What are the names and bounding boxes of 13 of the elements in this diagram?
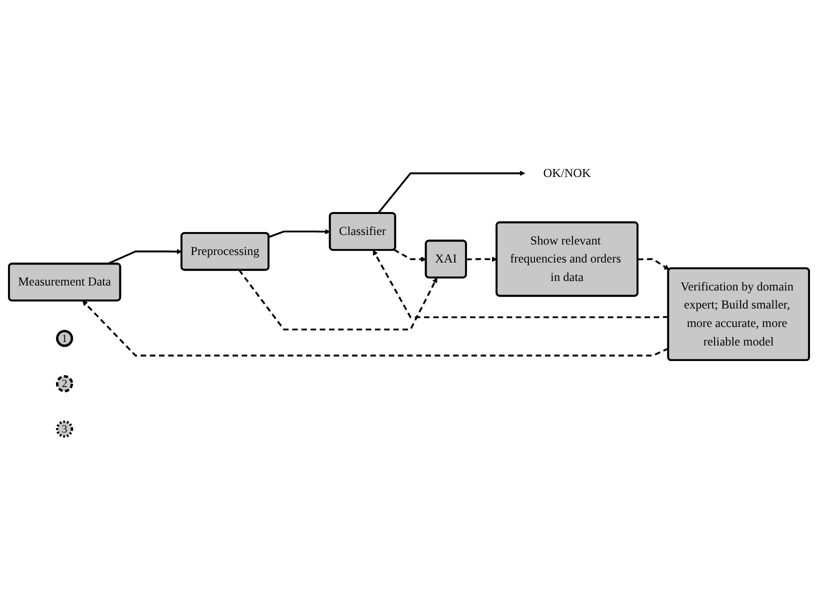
arrow: [466, 256, 498, 262]
node-circle: 1: [56, 330, 74, 347]
node-circle: 3: [56, 420, 74, 438]
arrow: [268, 228, 330, 238]
arrow: [238, 269, 438, 330]
arrow: [372, 250, 668, 318]
node-text: OK/NOK: [543, 166, 591, 180]
arrow: [107, 248, 182, 265]
arrow: [377, 170, 526, 214]
arrow: [394, 248, 426, 262]
node-circle: 2: [56, 375, 74, 392]
arrow: [638, 258, 670, 270]
arrow: [82, 300, 669, 356]
